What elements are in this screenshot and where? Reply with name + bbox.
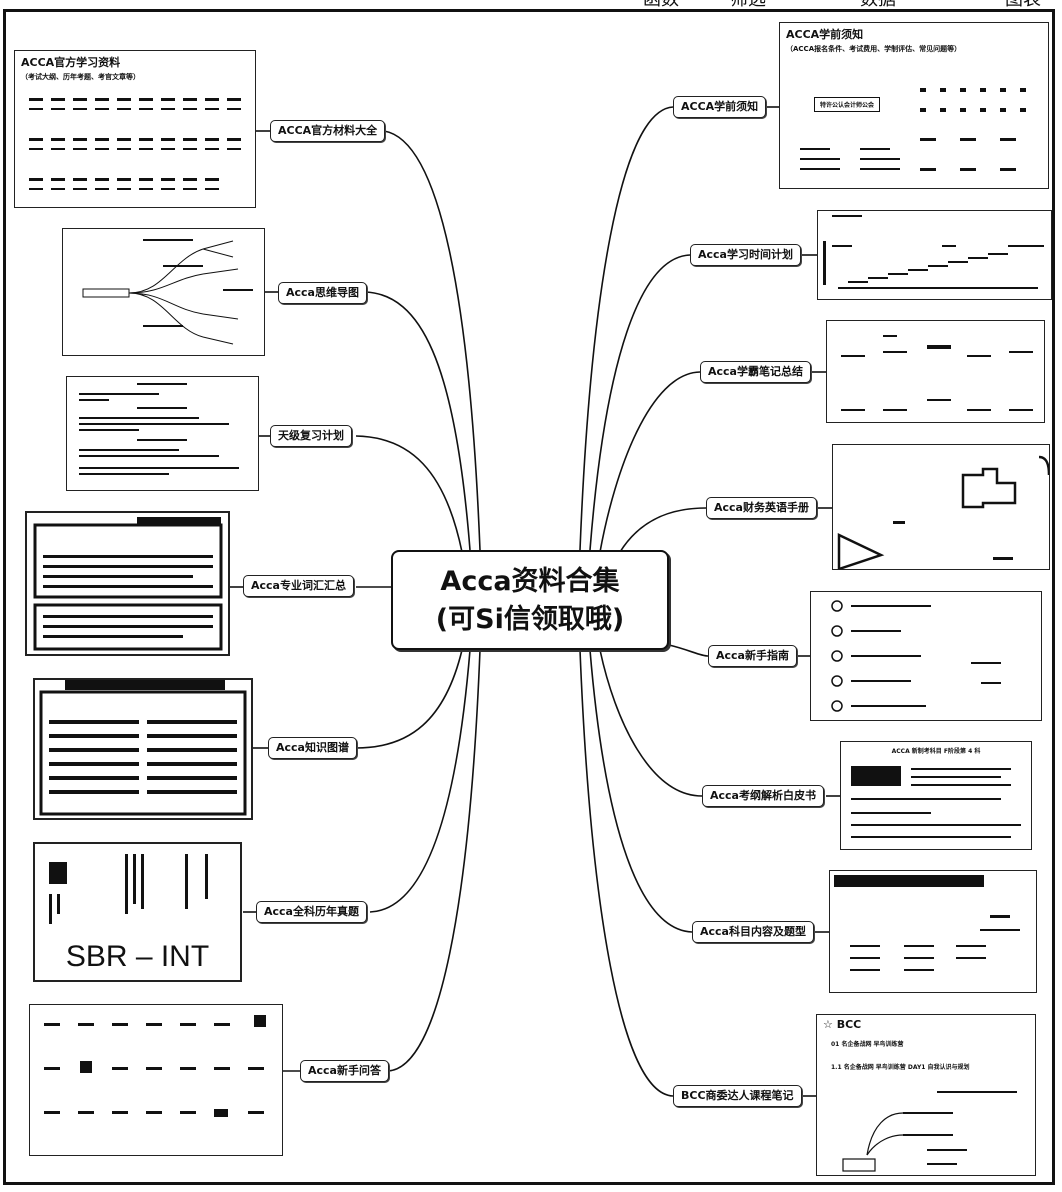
branch-knowledge-graph[interactable]: Acca知识图谱 [268, 737, 357, 759]
branch-official-materials[interactable]: ACCA官方材料大全 [270, 120, 386, 142]
thumbnail-study-notes-graphic [841, 335, 1033, 411]
branch-beginner-qa[interactable]: Acca新手问答 [300, 1060, 389, 1082]
connector-right-7 [579, 649, 674, 1097]
thumbnail-official-title: ACCA官方学习资料 [21, 56, 121, 69]
thumbnail-subject-content-graphic [834, 875, 1020, 971]
central-topic[interactable]: Acca资料合集 (可Si信领取哦) [391, 550, 669, 650]
canvas-frame [3, 9, 1055, 1185]
branch-subject-content[interactable]: Acca科目内容及题型 [692, 921, 814, 943]
top-toolbar-fragment: 函数 筛选 数据 图表 [0, 0, 1062, 10]
branch-pre-study[interactable]: ACCA学前须知 [673, 96, 767, 118]
connector-right-4 [668, 644, 709, 657]
thumbnail-knowledge-graph[interactable] [33, 678, 253, 820]
thumbnail-official-file-icons [29, 98, 241, 190]
central-topic-line1: Acca资料合集 [440, 566, 620, 597]
thumbnail-pre-study-chart [800, 88, 1026, 171]
connector-right-6 [589, 649, 693, 933]
thumbnail-study-schedule[interactable] [817, 210, 1052, 300]
thumbnail-bcc-notes[interactable]: ☆ BCC 01 名企备战网 早鸟训练营 1.1 名企备战网 早鸟训练营 DAY… [816, 1014, 1036, 1176]
branch-study-notes[interactable]: Acca学霸笔记总结 [700, 361, 811, 383]
thumbnail-official-subtitle: （考试大纲、历年考题、考官文章等） [21, 73, 140, 81]
thumbnail-bcc-line2: 1.1 名企备战网 早鸟训练营 DAY1 自我认识与规划 [831, 1064, 970, 1071]
connector-right-0 [579, 106, 674, 551]
thumbnail-whitepaper-content [851, 766, 1021, 838]
branch-beginner-guide[interactable]: Acca新手指南 [708, 645, 797, 667]
connector-left-0 [383, 130, 481, 551]
thumbnail-bcc-diagram [842, 1091, 1017, 1172]
thumbnail-study-notes[interactable] [826, 320, 1045, 423]
thumbnail-past-papers-label: SBR – INT [65, 940, 210, 973]
thumbnail-subject-content[interactable] [829, 870, 1037, 993]
thumbnail-pre-study-title: ACCA学前须知 [786, 28, 864, 41]
toolbar-fragment-data: 数据 [860, 0, 896, 9]
thumbnail-vocabulary-screens [33, 517, 223, 651]
toolbar-fragment-charts: 图表 [1005, 0, 1041, 9]
thumbnail-beginner-guide[interactable] [810, 591, 1042, 721]
thumbnail-beginner-guide-list [831, 600, 1001, 712]
thumbnail-bcc-line1: 01 名企备战网 早鸟训练营 [831, 1041, 904, 1048]
toolbar-fragment-functions: 函数 [643, 0, 679, 9]
connector-left-5 [369, 649, 471, 913]
connector-right-3 [619, 507, 707, 553]
branch-syllabus-whitepaper[interactable]: Acca考纲解析白皮书 [702, 785, 824, 807]
connector-right-1 [589, 254, 691, 551]
thumbnail-knowledge-graph-screens [39, 680, 247, 816]
toolbar-fragment-filter: 筛选 [730, 0, 766, 9]
branch-study-schedule[interactable]: Acca学习时间计划 [690, 244, 801, 266]
branch-bcc-notes[interactable]: BCC商委达人课程笔记 [673, 1085, 802, 1107]
branch-finance-english[interactable]: Acca财务英语手册 [706, 497, 817, 519]
branch-review-plan[interactable]: 天级复习计划 [270, 425, 352, 447]
thumbnail-past-papers-covers [49, 854, 208, 924]
branch-mind-maps[interactable]: Acca思维导图 [278, 282, 367, 304]
connector-left-4 [355, 649, 463, 749]
branch-vocabulary[interactable]: Acca专业词汇汇总 [243, 575, 354, 597]
thumbnail-bcc-title: ☆ BCC [823, 1018, 862, 1031]
thumbnail-vocabulary[interactable] [25, 511, 230, 656]
thumbnail-mind-map[interactable] [62, 228, 265, 356]
central-topic-line2: (可Si信领取哦) [435, 604, 625, 635]
thumbnail-pre-study-box-label: 特许公认会计师公会 [814, 97, 881, 112]
thumbnail-finance-english-graphic [837, 455, 1049, 569]
connector-left-2 [355, 435, 463, 553]
connector-left-6 [387, 649, 481, 1072]
thumbnail-review-plan[interactable] [66, 376, 259, 491]
connector-right-2 [599, 371, 701, 553]
thumbnail-past-papers[interactable]: SBR – INT [33, 842, 242, 982]
thumbnail-beginner-qa-file-icons [44, 1015, 266, 1117]
thumbnail-syllabus-whitepaper[interactable]: ACCA 新制考科目 F阶段第 4 科 [840, 741, 1032, 850]
thumbnail-study-schedule-gantt [823, 215, 1044, 289]
thumbnail-whitepaper-title: ACCA 新制考科目 F阶段第 4 科 [891, 748, 981, 755]
thumbnail-mind-map-graphic [82, 239, 253, 345]
connector-right-5 [599, 649, 703, 797]
branch-past-papers[interactable]: Acca全科历年真题 [256, 901, 367, 923]
thumbnail-finance-english[interactable] [832, 444, 1050, 570]
thumbnail-pre-study-subtitle: （ACCA报名条件、考试费用、学制评估、常见问题等） [786, 45, 962, 53]
thumbnail-official-materials[interactable]: ACCA官方学习资料 （考试大纲、历年考题、考官文章等） [14, 50, 256, 208]
thumbnail-pre-study[interactable]: ACCA学前须知 （ACCA报名条件、考试费用、学制评估、常见问题等） 特许公认… [779, 22, 1049, 189]
thumbnail-review-plan-doc [79, 383, 239, 475]
connector-left-1 [365, 291, 471, 551]
thumbnail-beginner-qa[interactable] [29, 1004, 283, 1156]
